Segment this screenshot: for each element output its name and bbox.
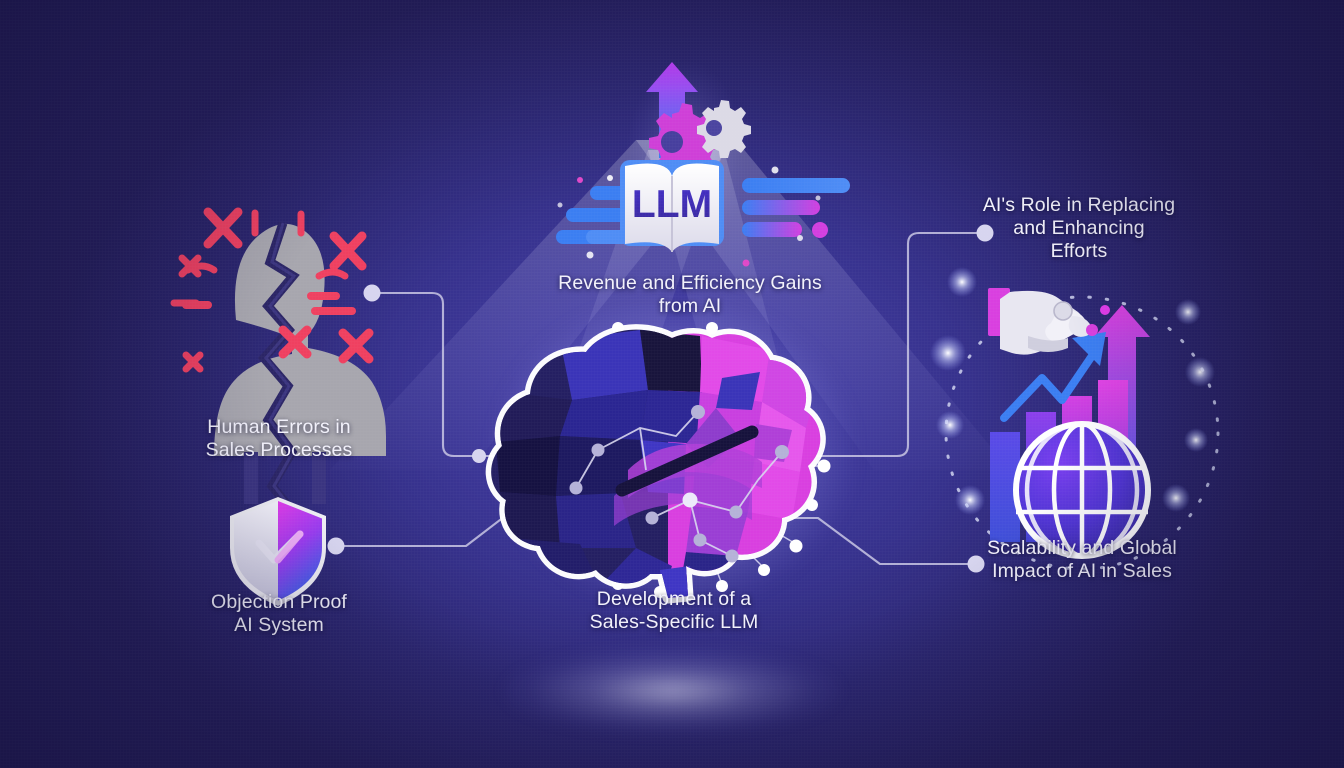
low-poly-brain-icon [485, 324, 826, 604]
